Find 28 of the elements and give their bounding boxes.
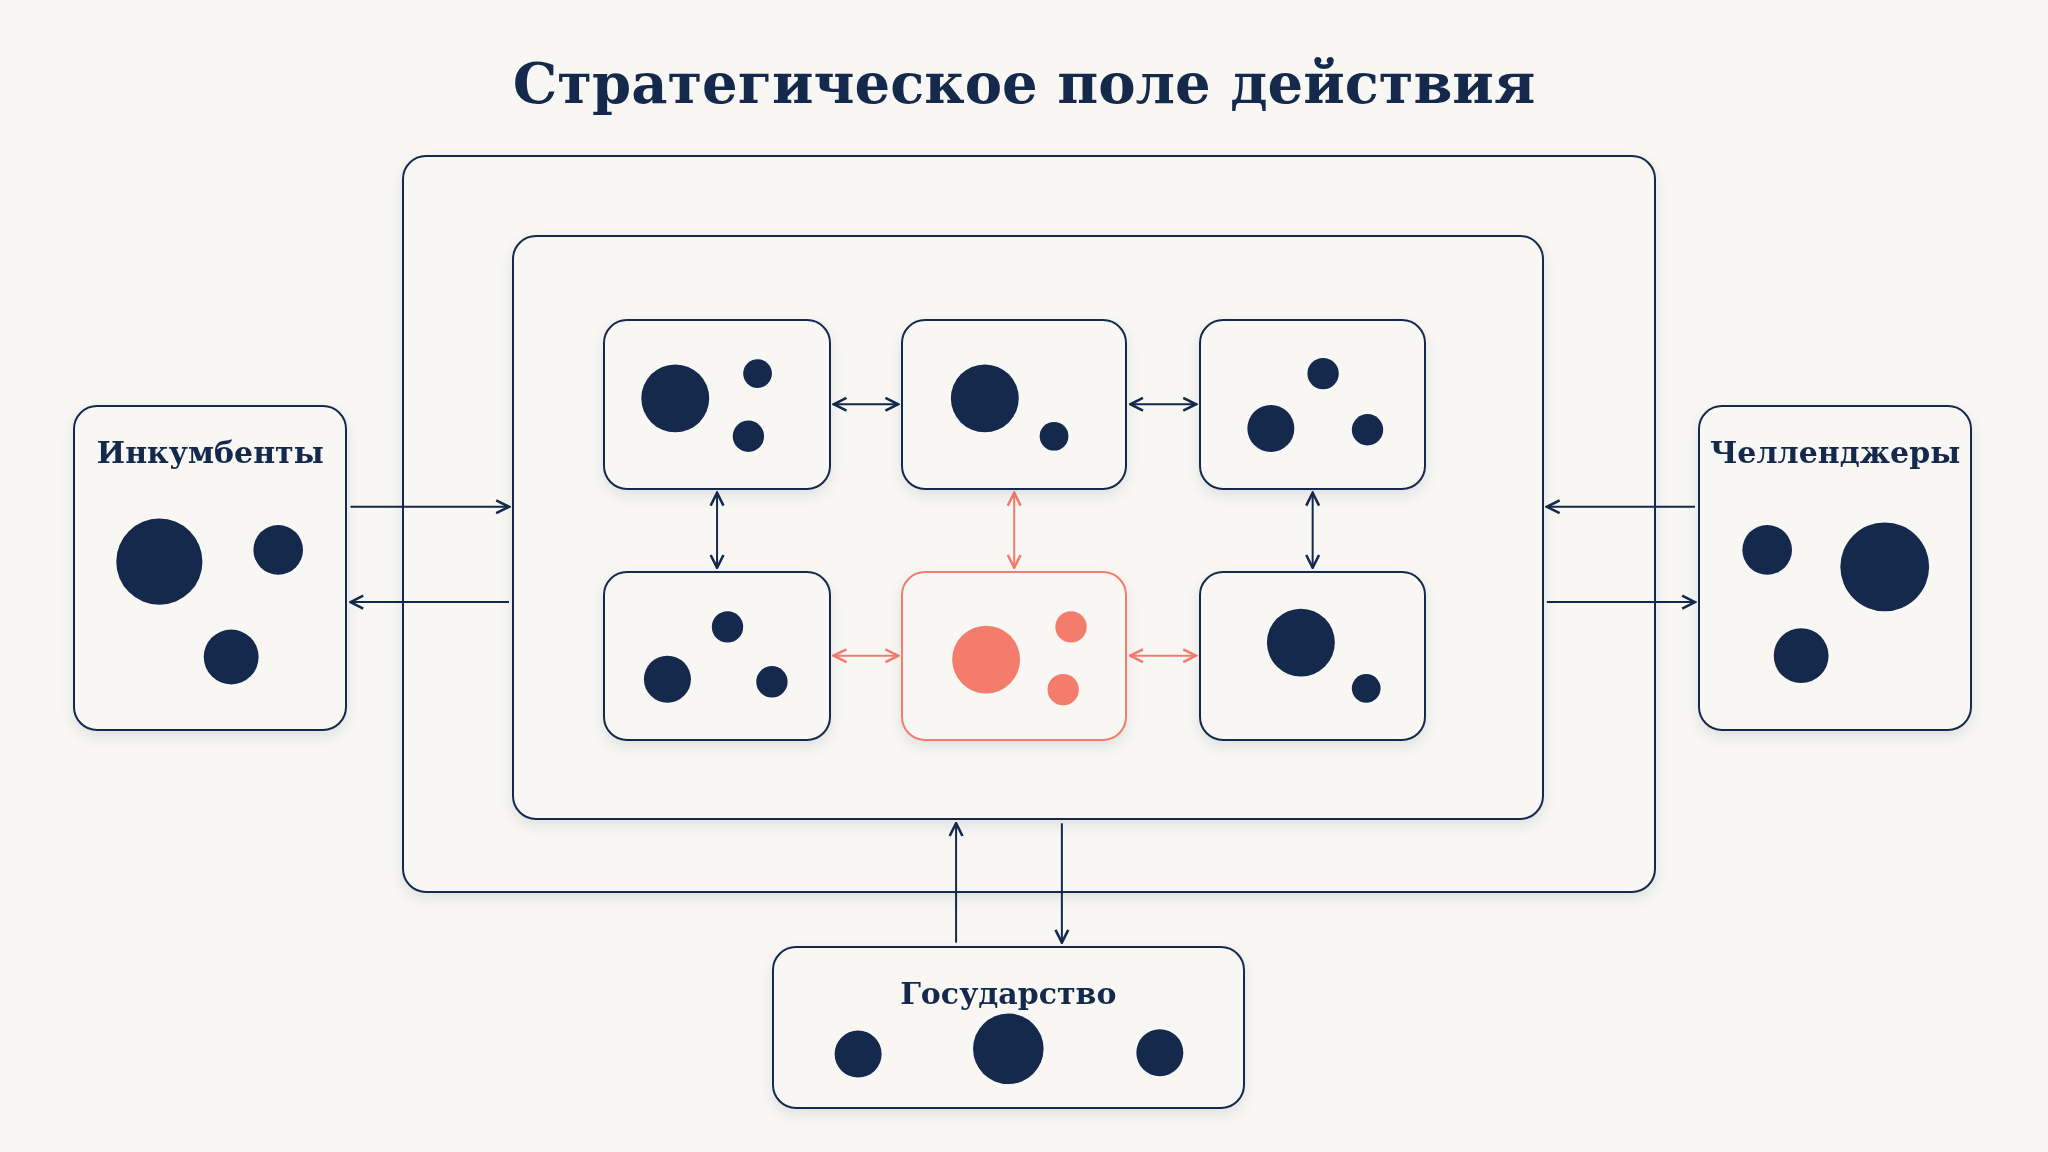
double-arrow <box>1304 491 1321 570</box>
group-box <box>603 570 831 741</box>
actor-label: Инкумбенты <box>95 434 325 470</box>
actor-label: Государство <box>899 975 1118 1011</box>
double-arrow <box>832 396 900 412</box>
arrow <box>349 499 511 515</box>
field-frame <box>402 155 1657 894</box>
group-box <box>1199 318 1427 490</box>
double-arrow <box>1128 648 1198 664</box>
arrow <box>948 821 964 944</box>
double-arrow <box>832 648 900 664</box>
field-panel <box>512 235 1544 821</box>
group-box <box>603 318 831 490</box>
group-box <box>901 318 1128 490</box>
actor-card <box>771 945 1245 1109</box>
arrow <box>1054 822 1070 944</box>
group-box <box>901 570 1128 741</box>
arrow <box>1545 499 1696 515</box>
actor-label: Челленджеры <box>1708 434 1962 470</box>
arrow <box>349 594 510 610</box>
double-arrow <box>1128 396 1198 412</box>
actor-card <box>1697 404 1973 732</box>
actor-card <box>73 404 348 732</box>
double-arrow <box>709 491 725 570</box>
group-box <box>1199 570 1427 741</box>
double-arrow <box>1006 491 1022 570</box>
arrow <box>1545 594 1697 610</box>
diagram-title: Стратегическое поле действия <box>511 50 1537 116</box>
